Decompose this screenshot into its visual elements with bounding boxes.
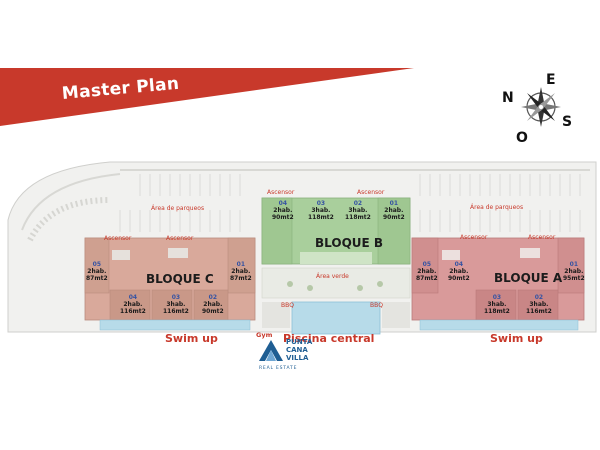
central-pool-label: Piscina central — [283, 332, 375, 345]
logo-line-3: VILLA — [286, 354, 309, 362]
parking-area-left-label: Área de parqueos — [151, 205, 205, 212]
house-icon — [259, 340, 283, 361]
elevator-a-right-label: Ascensor — [528, 234, 556, 241]
elevator-c-right-label: Ascensor — [166, 235, 194, 242]
punta-cana-villa-logo: PUNTA CANA VILLA REAL ESTATE — [258, 337, 328, 377]
elevator-b-right-label: Ascensor — [357, 189, 385, 196]
compass-south: S — [562, 114, 573, 130]
compass-rose-icon: N E S O — [496, 70, 586, 150]
block-b-title: BLOQUE B — [315, 236, 384, 250]
site-plan — [7, 161, 597, 335]
bbq-left-label: BBQ — [281, 302, 294, 309]
gym-label: Gym — [256, 331, 273, 339]
swim-up-left-label: Swim up — [165, 332, 218, 345]
green-area-label: Área verde — [316, 273, 349, 280]
logo-subtitle: REAL ESTATE — [259, 366, 298, 371]
elevator-c-left-label: Ascensor — [104, 235, 132, 242]
compass-north: N — [502, 90, 514, 106]
compass-east: E — [546, 72, 556, 88]
logo-line-1: PUNTA — [286, 338, 313, 346]
parking-area-right-label: Área de parqueos — [470, 204, 524, 211]
master-plan-banner — [0, 68, 414, 126]
elevator-a-left-label: Ascensor — [460, 234, 488, 241]
elevator-b-left-label: Ascensor — [267, 189, 295, 196]
block-c-title: BLOQUE C — [146, 272, 214, 286]
compass-west: O — [516, 130, 528, 146]
bbq-right-label: BBQ — [370, 302, 383, 309]
block-a-title: BLOQUE A — [494, 271, 563, 285]
swim-up-right-label: Swim up — [490, 332, 543, 345]
logo-line-2: CANA — [286, 346, 308, 354]
